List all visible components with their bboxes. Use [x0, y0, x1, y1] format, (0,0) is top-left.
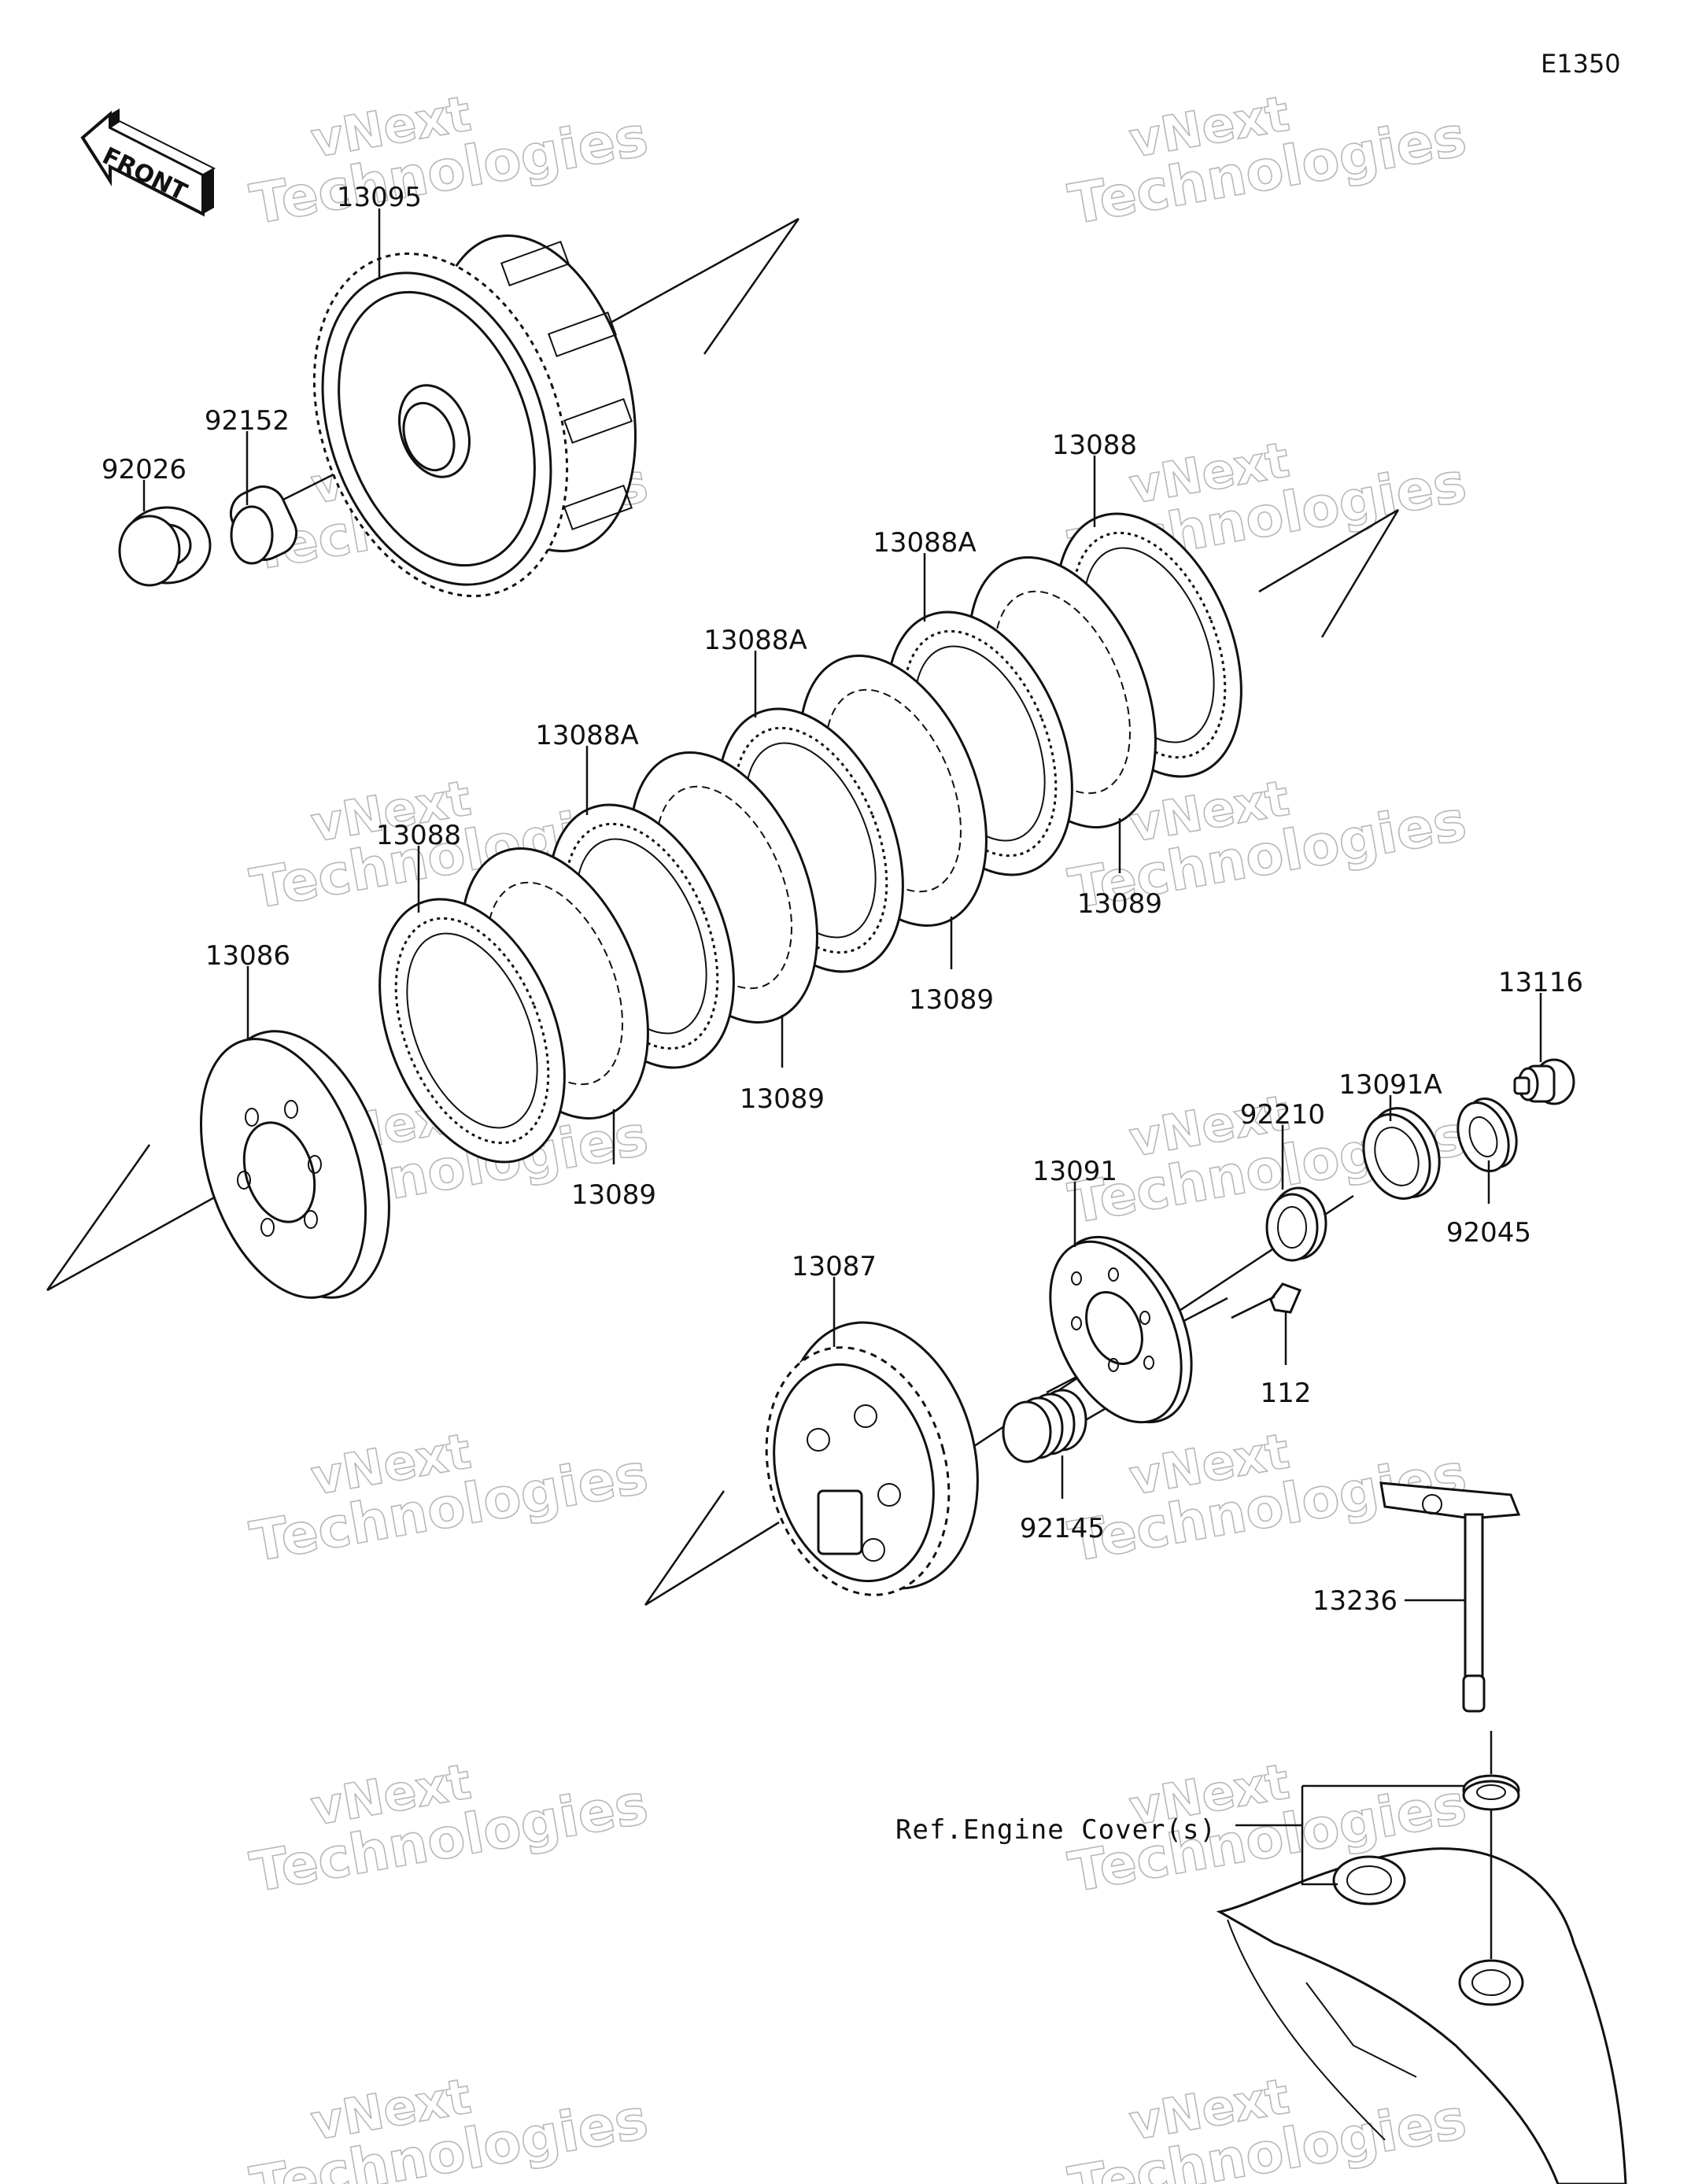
watermark: vNext Technologies [1063, 84, 1471, 238]
label-13089: 13089 [571, 1179, 656, 1211]
part-13091A-seat[interactable] [1353, 1098, 1452, 1208]
label-13088A: 13088A [873, 527, 976, 559]
part-92145-spring[interactable] [1002, 1389, 1087, 1463]
clutch-plate-stack [344, 512, 1242, 1189]
part-13087-clutch-hub[interactable] [740, 1300, 1006, 1615]
watermark: vNext Technologies [245, 2067, 653, 2184]
watermark: vNext Technologies [1063, 1422, 1471, 1575]
part-labels: 13095 92152 92026 13088 13088A 13088A 13… [102, 182, 1583, 1846]
label-92152: 92152 [205, 405, 290, 437]
watermark: vNext Technologies [245, 84, 653, 238]
label-13116: 13116 [1498, 967, 1583, 998]
label-13088A: 13088A [703, 625, 807, 656]
part-13088-friction-plate-left[interactable] [344, 872, 600, 1189]
leader-lines [142, 208, 1542, 1959]
label-13089: 13089 [1077, 888, 1162, 920]
part-13116-push-rod-end[interactable] [1513, 1058, 1575, 1105]
label-92026: 92026 [102, 454, 186, 485]
engine-cover-reference [1216, 1847, 1627, 2184]
label-112: 112 [1261, 1378, 1312, 1409]
label-13089: 13089 [740, 1083, 825, 1115]
label-13236: 13236 [1313, 1585, 1397, 1617]
label-13088A: 13088A [535, 720, 638, 751]
part-92045-bearing[interactable] [1449, 1091, 1525, 1178]
reference-label: Ref.Engine Cover(s) [895, 1814, 1217, 1846]
label-13089: 13089 [909, 984, 994, 1016]
label-13086: 13086 [205, 940, 290, 972]
part-13091-pressure-plate[interactable] [1024, 1216, 1219, 1444]
part-92026-spacer[interactable] [118, 506, 212, 587]
watermark: vNext Technologies [245, 1752, 653, 1905]
watermark: vNext Technologies [245, 1422, 653, 1575]
label-13088: 13088 [1052, 430, 1137, 461]
part-13236-release-shaft[interactable] [1379, 1481, 1521, 1713]
label-13088: 13088 [376, 820, 461, 851]
label-92145: 92145 [1020, 1513, 1105, 1544]
label-92210: 92210 [1240, 1099, 1325, 1131]
diagram-code: E1350 [1541, 49, 1621, 79]
label-92045: 92045 [1446, 1217, 1531, 1249]
label-13091A: 13091A [1338, 1069, 1442, 1101]
label-13095: 13095 [337, 182, 422, 213]
part-13095-clutch-housing[interactable] [269, 213, 668, 632]
part-seal[interactable] [1462, 1774, 1520, 1811]
part-13086-plate[interactable] [171, 1009, 420, 1320]
front-arrow-icon: FRONT [80, 109, 216, 217]
label-13091: 13091 [1032, 1156, 1117, 1187]
part-92152-collar[interactable] [223, 479, 303, 566]
watermark: vNext Technologies [1063, 2067, 1471, 2184]
label-13087: 13087 [792, 1251, 877, 1282]
part-112-bolt[interactable] [1231, 1282, 1302, 1319]
part-92210-nut[interactable] [1265, 1186, 1327, 1262]
